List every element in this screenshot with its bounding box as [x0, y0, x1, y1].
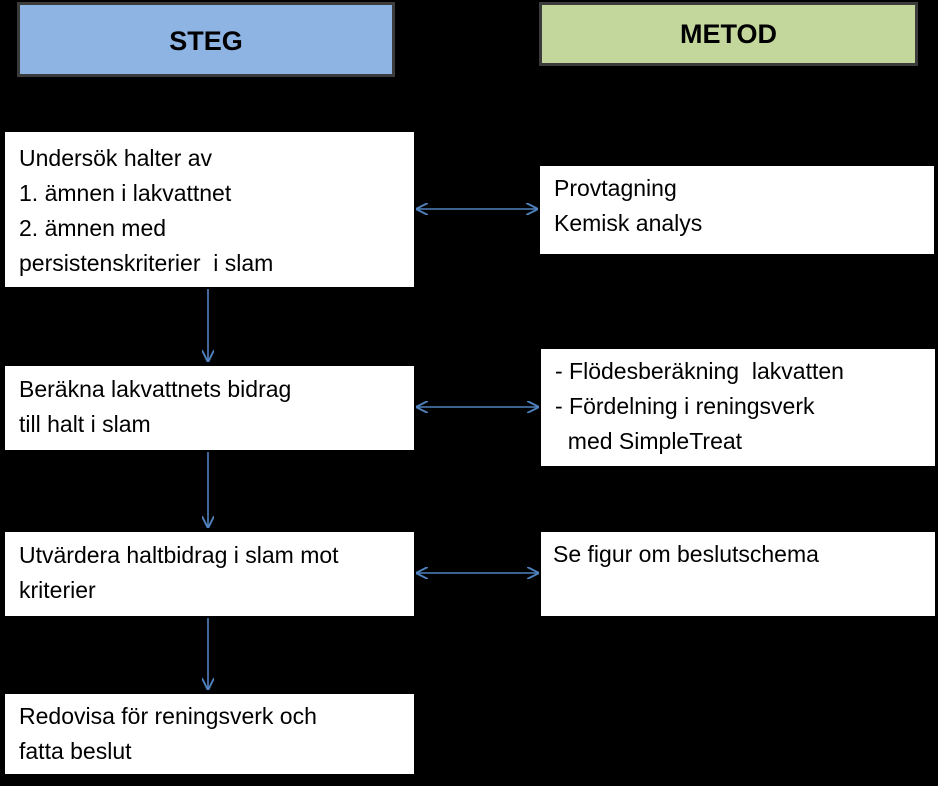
method-box-3: Se figur om beslutschema — [541, 532, 935, 616]
step-3-line-1: Utvärdera haltbidrag i slam mot — [19, 542, 339, 568]
method-2-line-1: - Flödesberäkning lakvatten — [555, 358, 844, 384]
steg-header: STEG — [17, 2, 395, 77]
step-box-4: Redovisa för reningsverk och fatta beslu… — [5, 694, 414, 774]
step-box-3: Utvärdera haltbidrag i slam mot kriterie… — [5, 532, 414, 616]
step-1-line-3: 2. ämnen med — [19, 215, 167, 241]
step-4-line-2: fatta beslut — [19, 738, 132, 764]
metod-header-label: METOD — [679, 18, 777, 49]
step-2-line-2: till halt i slam — [19, 411, 151, 437]
step-box-1: Undersök halter av 1. ämnen i lakvattnet… — [5, 132, 414, 287]
step-4-line-1: Redovisa för reningsverk och — [19, 703, 317, 729]
method-box-2: - Flödesberäkning lakvatten - Fördelning… — [541, 349, 935, 466]
step-3-line-2: kriterier — [19, 577, 96, 603]
method-1-line-1: Provtagning — [554, 175, 677, 201]
step-1-line-4: persistenskriterier i slam — [19, 250, 274, 276]
method-1-line-2: Kemisk analys — [554, 210, 703, 236]
metod-header: METOD — [539, 2, 918, 66]
method-2-line-2: - Fördelning i reningsverk — [555, 393, 815, 419]
method-3-line-1: Se figur om beslutschema — [553, 541, 819, 567]
method-2-line-3: med SimpleTreat — [555, 428, 743, 454]
step-box-2: Beräkna lakvattnets bidrag till halt i s… — [5, 366, 414, 450]
step-1-line-2: 1. ämnen i lakvattnet — [19, 180, 232, 206]
step-2-line-1: Beräkna lakvattnets bidrag — [19, 376, 292, 402]
steg-header-label: STEG — [169, 26, 243, 56]
method-box-1: Provtagning Kemisk analys — [540, 166, 934, 254]
step-1-line-1: Undersök halter av — [19, 145, 213, 171]
